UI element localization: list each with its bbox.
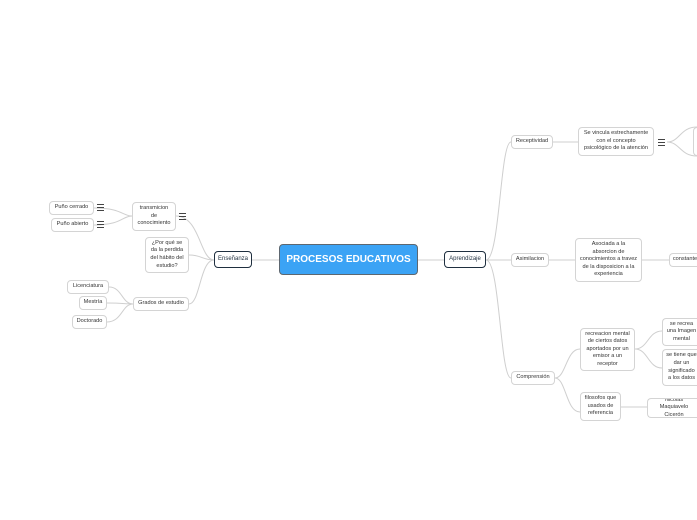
branch-aprendizaje[interactable]: Aprendizaje (444, 251, 486, 268)
node-recreacion[interactable]: recreacion mental de ciertos datos aport… (580, 328, 635, 371)
note-icon[interactable] (658, 139, 665, 146)
branch-ensenanza[interactable]: Enseñanza (214, 251, 252, 268)
node-filosofos[interactable]: filosofos que usados de referencia (580, 392, 621, 421)
node-transmision[interactable]: transmicion de conocimiento (132, 202, 176, 231)
note-icon[interactable] (97, 221, 104, 228)
node-grados[interactable]: Grados de estudio (133, 297, 189, 311)
note-icon[interactable] (97, 204, 104, 211)
node-pregunta[interactable]: ¿Por qué se da la perdida del hábito del… (145, 237, 189, 273)
node-constante[interactable]: constante (669, 253, 697, 267)
node-doctorado[interactable]: Doctorado (72, 315, 107, 329)
node-maestria[interactable]: Mestría (79, 296, 107, 310)
node-asimilacion[interactable]: Asimilacion (511, 253, 549, 267)
node-nombres[interactable]: Nicolas Maquiavelo Cicerón (647, 398, 697, 418)
node-punio-cerrado[interactable]: Puño cerrado (49, 201, 94, 215)
node-significado[interactable]: se tiene que dar un significado a los da… (662, 349, 697, 386)
root-node[interactable]: PROCESOS EDUCATIVOS (279, 244, 418, 275)
node-punio-abierto[interactable]: Puño abierto (51, 218, 94, 232)
node-receptividad-child[interactable] (693, 127, 697, 156)
node-licenciatura[interactable]: Licenciatura (67, 280, 109, 294)
node-comprension[interactable]: Comprensión (511, 371, 555, 385)
node-asimilacion-desc[interactable]: Asociada a la absorcion de conocimientos… (575, 238, 642, 282)
node-receptividad-desc[interactable]: Se vincula estrechamente con el concepto… (578, 127, 654, 156)
note-icon[interactable] (179, 213, 186, 220)
node-imagen[interactable]: se recrea una Imagen mental (662, 318, 697, 346)
node-receptividad[interactable]: Receptividad (511, 135, 553, 149)
